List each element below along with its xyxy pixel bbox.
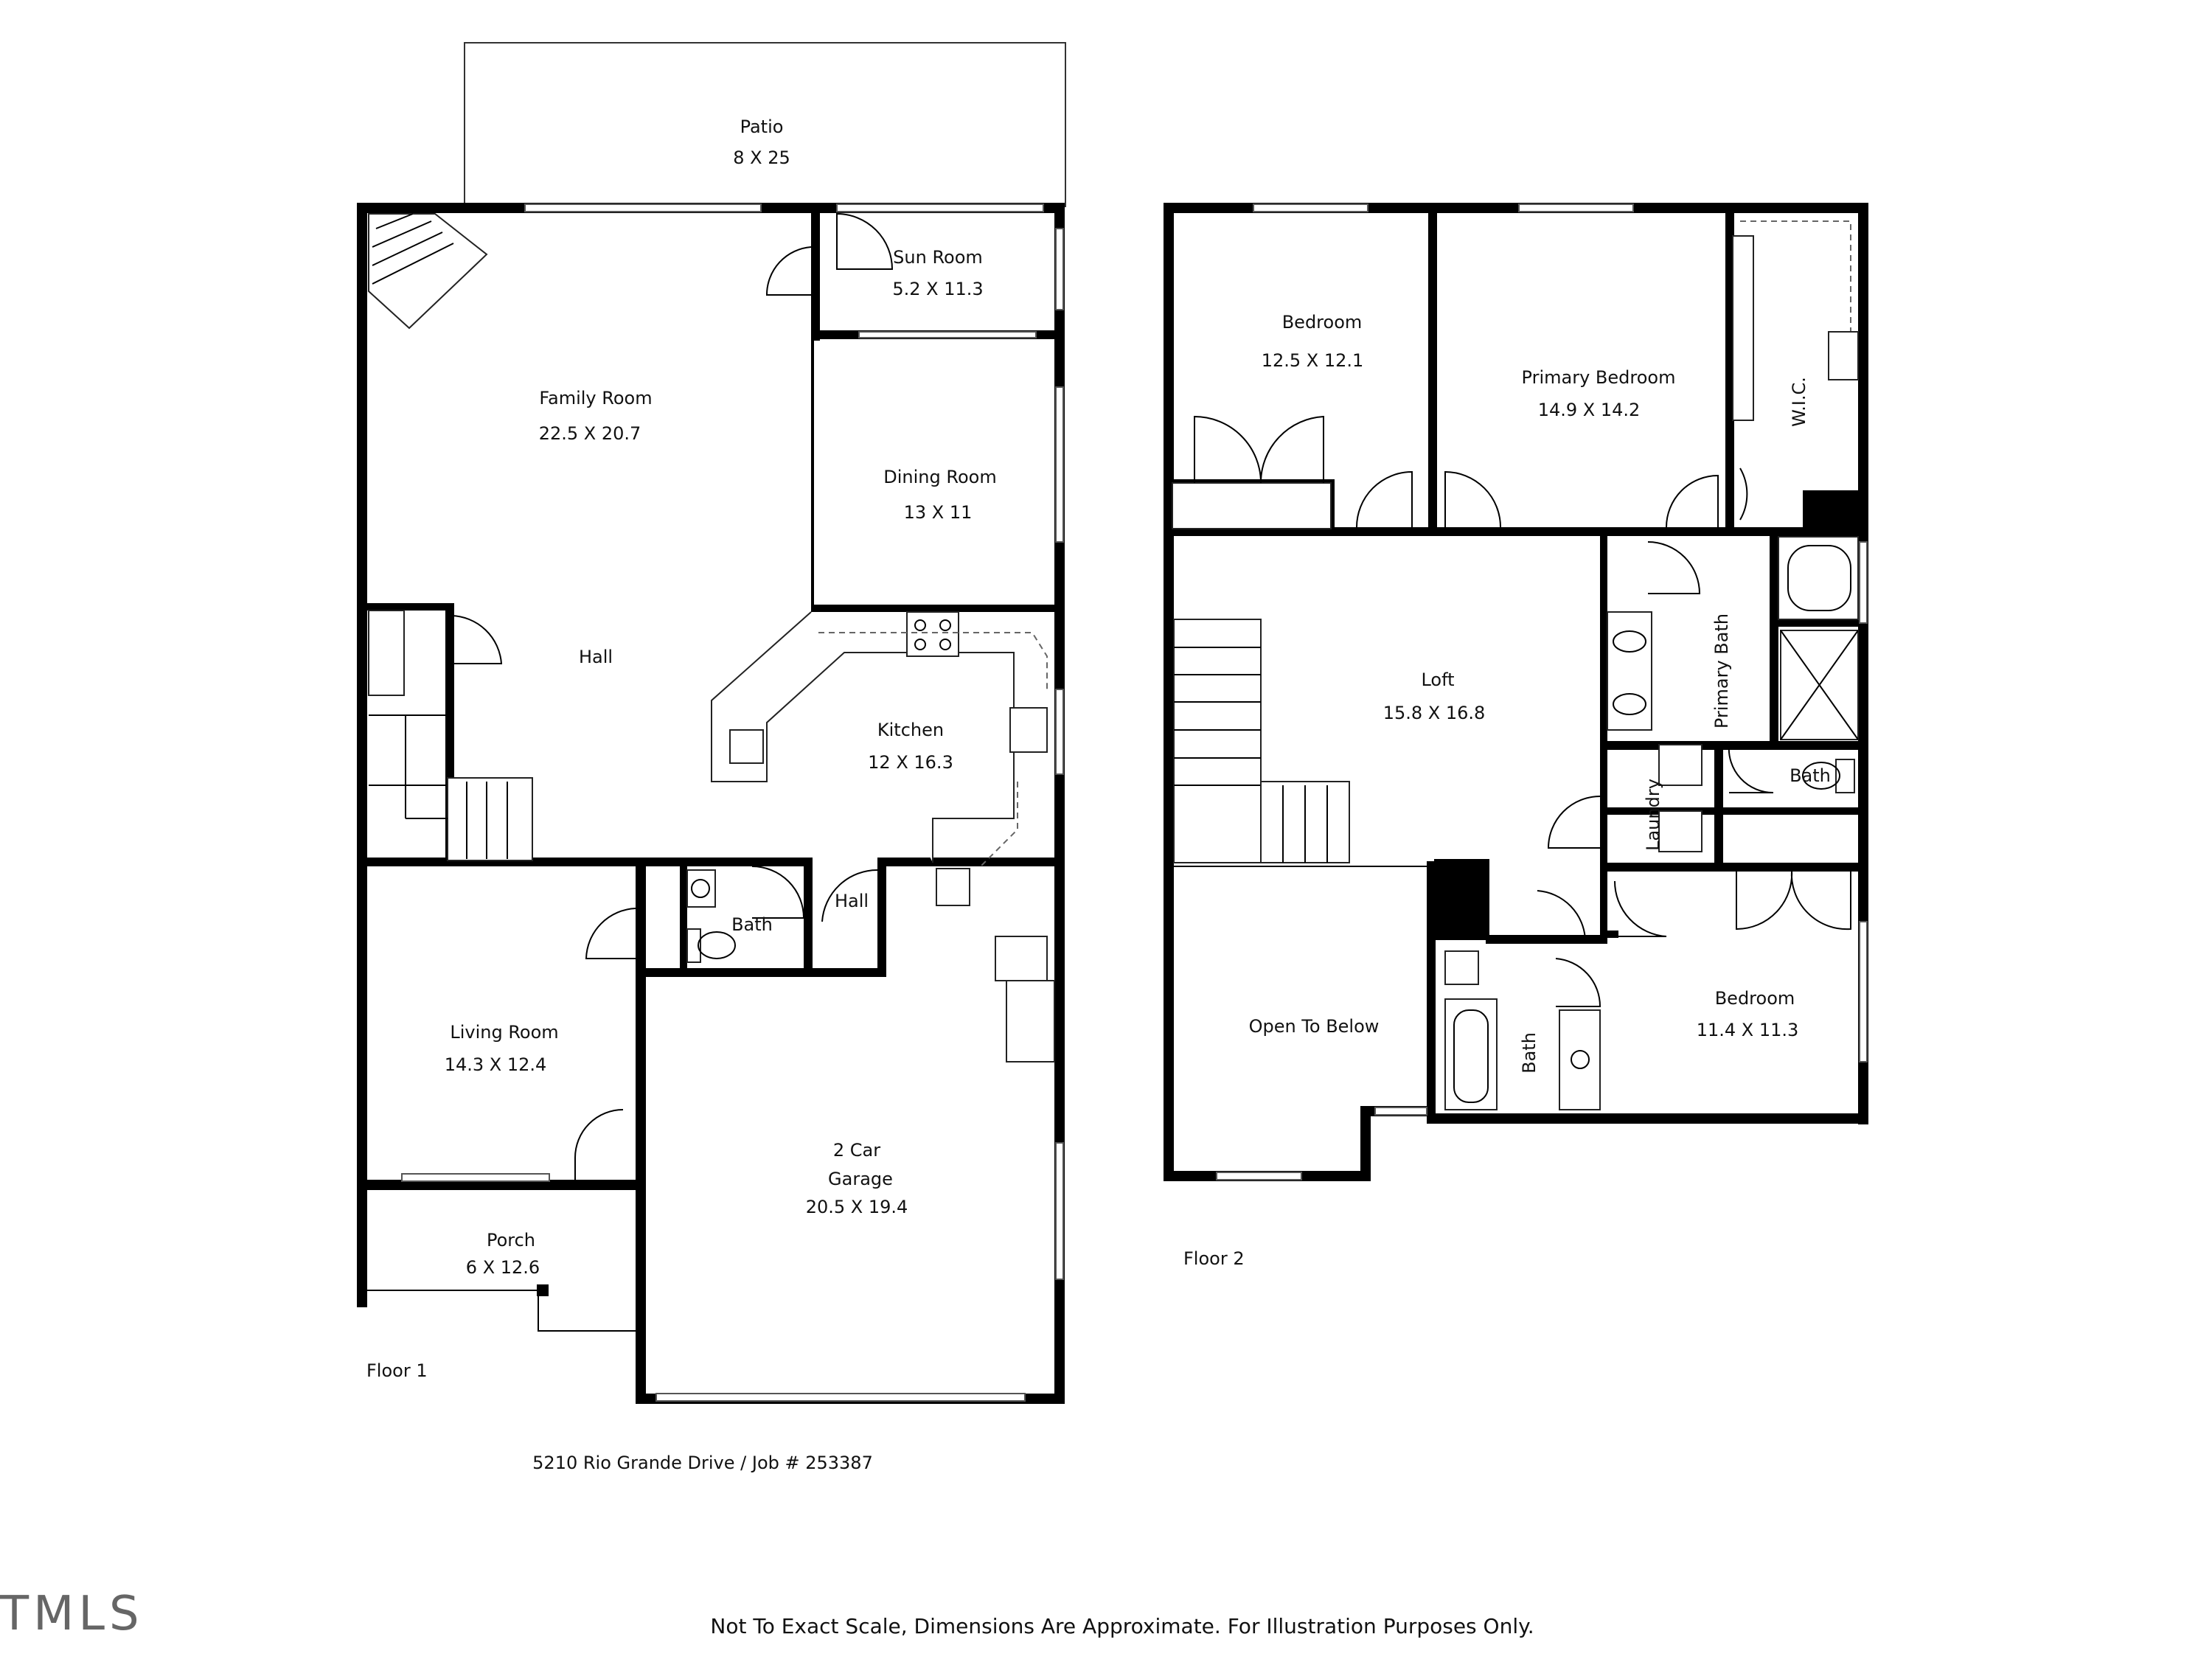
primary-bedroom-label: Primary Bedroom bbox=[1522, 367, 1676, 388]
porch-outline bbox=[357, 1284, 636, 1332]
kitchen-label: Kitchen bbox=[877, 720, 944, 740]
porch-dims: 6 X 12.6 bbox=[466, 1257, 540, 1278]
disclaimer-footer: Not To Exact Scale, Dimensions Are Appro… bbox=[710, 1614, 1534, 1638]
bedroom-b-dims: 11.4 X 11.3 bbox=[1697, 1020, 1799, 1040]
floor-2-plan bbox=[1164, 203, 1868, 1181]
primary-bath-label: Primary Bath bbox=[1711, 613, 1732, 728]
bath-b-label: Bath bbox=[1519, 1032, 1540, 1074]
porch-label: Porch bbox=[487, 1230, 535, 1251]
family-room-dims: 22.5 X 20.7 bbox=[539, 423, 641, 444]
open-to-below-label: Open To Below bbox=[1249, 1016, 1380, 1037]
patio-dims: 8 X 25 bbox=[733, 147, 790, 168]
patio-label: Patio bbox=[740, 116, 784, 137]
floor-1-label: Floor 1 bbox=[366, 1360, 428, 1381]
wic-shelving bbox=[1732, 220, 1859, 421]
hall-label: Hall bbox=[579, 647, 613, 667]
bedroom-a-label: Bedroom bbox=[1282, 312, 1363, 333]
address-caption: 5210 Rio Grande Drive / Job # 253387 bbox=[532, 1453, 873, 1473]
bath-a-label: Bath bbox=[1790, 765, 1831, 786]
loft-label: Loft bbox=[1421, 669, 1454, 690]
small-hall-label: Hall bbox=[835, 891, 869, 911]
garage-label-line1: 2 Car bbox=[833, 1140, 880, 1161]
bedroom-b-label: Bedroom bbox=[1715, 988, 1795, 1009]
living-room-label: Living Room bbox=[450, 1022, 558, 1043]
family-room-label: Family Room bbox=[539, 388, 652, 408]
floor-2-bath-fixtures bbox=[1444, 536, 1859, 1110]
loft-dims: 15.8 X 16.8 bbox=[1383, 703, 1486, 723]
garage-dims: 20.5 X 19.4 bbox=[806, 1197, 908, 1217]
wic-label: W.I.C. bbox=[1789, 377, 1809, 427]
living-room-dims: 14.3 X 12.4 bbox=[445, 1054, 547, 1075]
floor-1-labels: Patio 8 X 25 Sun Room 5.2 X 11.3 Family … bbox=[366, 116, 997, 1381]
kitchen-counters bbox=[711, 611, 1048, 867]
sun-room-dims: 5.2 X 11.3 bbox=[892, 279, 983, 299]
garage-label-line2: Garage bbox=[828, 1169, 893, 1189]
floor-1-doors bbox=[451, 212, 894, 1180]
fireplace-stair bbox=[368, 213, 488, 330]
floor-2-label: Floor 2 bbox=[1183, 1248, 1245, 1269]
kitchen-dims: 12 X 16.3 bbox=[868, 752, 953, 773]
floor-1-windows bbox=[401, 204, 1064, 1402]
mls-logo: TMLS bbox=[0, 1587, 144, 1641]
floor-2-labels: Bedroom 12.5 X 12.1 Primary Bedroom 14.9… bbox=[1183, 312, 1831, 1269]
bedroom-a-dims: 12.5 X 12.1 bbox=[1262, 350, 1364, 371]
floor-1-bath-fixtures bbox=[686, 868, 1055, 1062]
dining-room-dims: 13 X 11 bbox=[904, 502, 973, 523]
primary-bedroom-dims: 14.9 X 14.2 bbox=[1538, 400, 1641, 420]
floor-2-stairs bbox=[1173, 619, 1427, 867]
dining-room-label: Dining Room bbox=[883, 467, 996, 487]
floor-2-windows bbox=[1216, 204, 1868, 1180]
sun-room-label: Sun Room bbox=[893, 247, 983, 268]
floor-2-doors bbox=[1172, 415, 1851, 1007]
bath-label: Bath bbox=[731, 914, 773, 935]
laundry-label: Laundry bbox=[1643, 779, 1663, 851]
floor-1-stairs bbox=[368, 610, 533, 861]
floor-1-plan bbox=[357, 42, 1066, 1404]
